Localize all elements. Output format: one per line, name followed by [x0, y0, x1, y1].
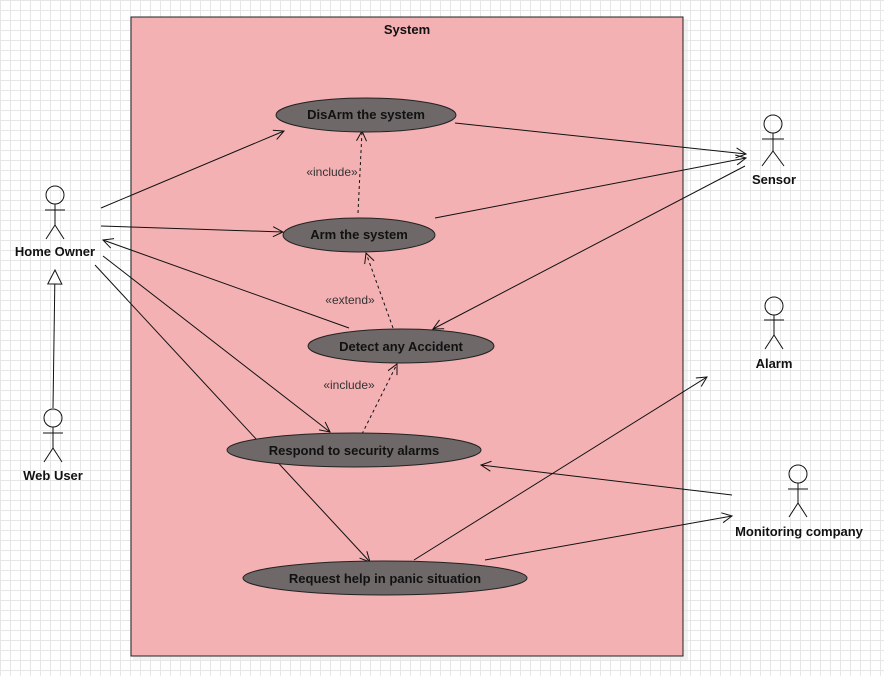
monitoring-to-respond-line — [481, 465, 733, 496]
system-title: System — [384, 22, 430, 37]
actor-monitoring-company[interactable]: Monitoring company — [735, 464, 864, 539]
owner-to-arm-line — [100, 225, 283, 232]
use-case-respond[interactable]: Respond to security alarms — [226, 432, 482, 468]
use-case-disarm[interactable]: DisArm the system — [275, 97, 457, 133]
actor-alarm[interactable]: Alarm — [756, 296, 793, 371]
arm-to-sensor-line — [434, 158, 746, 219]
actor-home-owner-label: Home Owner — [15, 244, 95, 259]
owner-to-request-line — [94, 264, 370, 562]
include-respond-detect-line — [361, 364, 397, 435]
owner-to-disarm-line — [100, 131, 284, 209]
include-label-1: «include» — [306, 165, 358, 179]
actor-web-user[interactable]: Web User — [23, 408, 83, 483]
generalization-line — [53, 270, 55, 409]
actor-home-owner-icon — [45, 185, 65, 240]
owner-to-respond-line — [102, 255, 330, 432]
actor-sensor-icon — [761, 114, 785, 167]
include-arm-disarm-line — [358, 131, 362, 214]
extend-label: «extend» — [325, 293, 375, 307]
use-case-disarm-label: DisArm the system — [307, 107, 425, 122]
use-case-arm[interactable]: Arm the system — [282, 217, 436, 253]
actor-sensor[interactable]: Sensor — [752, 114, 796, 187]
use-case-respond-label: Respond to security alarms — [269, 443, 440, 458]
actor-web-user-icon — [43, 408, 63, 463]
detect-to-owner-line — [103, 240, 350, 329]
use-case-arm-label: Arm the system — [310, 227, 408, 242]
actor-web-user-label: Web User — [23, 468, 83, 483]
actor-home-owner[interactable]: Home Owner — [15, 185, 95, 259]
use-case-request[interactable]: Request help in panic situation — [242, 560, 528, 596]
use-case-detect[interactable]: Detect any Accident — [307, 328, 495, 364]
associations — [53, 122, 746, 562]
use-case-request-label: Request help in panic situation — [289, 571, 481, 586]
actor-sensor-label: Sensor — [752, 172, 796, 187]
actor-monitoring-company-label: Monitoring company — [735, 524, 864, 539]
actor-alarm-icon — [764, 296, 784, 350]
actor-alarm-label: Alarm — [756, 356, 793, 371]
disarm-to-sensor-line — [454, 122, 746, 154]
sensor-to-detect-line — [433, 165, 746, 329]
request-to-alarm-line — [413, 377, 707, 561]
extend-detect-arm-line — [366, 253, 394, 329]
actor-monitoring-company-icon — [788, 464, 808, 518]
use-case-detect-label: Detect any Accident — [339, 339, 463, 354]
include-label-2: «include» — [323, 378, 375, 392]
request-to-monitoring-line — [484, 516, 732, 561]
